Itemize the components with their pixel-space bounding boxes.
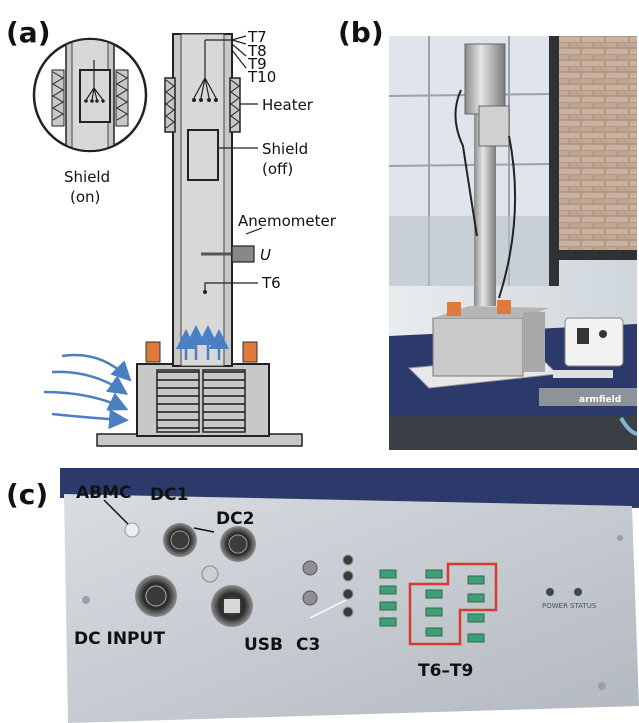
label-shield-off-2: (off) xyxy=(262,160,293,178)
callout-abmc: ABMC xyxy=(76,483,132,503)
label-velocity: U xyxy=(260,246,271,264)
label-t6: T6 xyxy=(261,274,281,292)
louver-right xyxy=(202,369,246,433)
label-shield-off-1: Shield xyxy=(262,140,308,158)
panel-label-b: (b) xyxy=(338,16,384,49)
orange-block-right xyxy=(242,341,258,363)
panel-label-c: (c) xyxy=(6,478,49,511)
shield-off xyxy=(187,129,219,181)
label-heater: Heater xyxy=(262,96,314,114)
orange-block-left xyxy=(145,341,161,363)
callout-dc2: DC2 xyxy=(216,509,254,529)
column-inner xyxy=(180,33,225,367)
apparatus-photo: armfield xyxy=(389,36,637,450)
heater-right xyxy=(229,77,241,133)
callout-usb: USB xyxy=(244,635,283,655)
label-t7: T7 xyxy=(247,28,267,46)
panel-text-power: POWER xyxy=(542,602,568,610)
callout-dc1: DC1 xyxy=(150,485,188,505)
label-shield-on-1: Shield xyxy=(64,168,110,186)
panel-text-status: STATUS xyxy=(570,602,597,610)
label-t9: T9 xyxy=(247,55,267,73)
anemometer-probe xyxy=(231,245,255,263)
panel-c-callouts: ABMC DC1 DC2 DC INPUT USB C3 T6–T9 xyxy=(74,483,473,681)
label-anemometer: Anemometer xyxy=(238,212,337,230)
callout-c3: C3 xyxy=(296,635,320,655)
panel-label-a: (a) xyxy=(6,16,51,49)
control-panel-photo: POWER STATUS xyxy=(60,468,639,723)
label-shield-on-2: (on) xyxy=(70,188,100,206)
callout-t6-t9: T6–T9 xyxy=(418,661,473,681)
schematic-diagram: T7 T8 T9 T10 Heater Shield (off) Anemome… xyxy=(32,28,337,447)
label-t10: T10 xyxy=(247,68,276,86)
heater-left xyxy=(164,77,176,133)
louver-left xyxy=(156,369,200,433)
callout-dc-input: DC INPUT xyxy=(74,629,165,649)
brand-text: armfield xyxy=(579,395,621,405)
label-t8: T8 xyxy=(247,42,267,60)
